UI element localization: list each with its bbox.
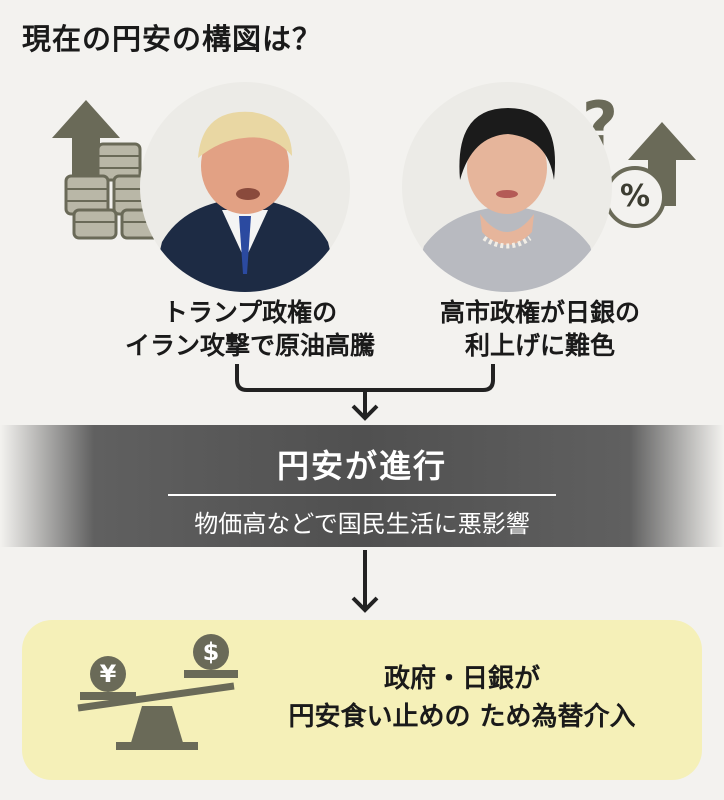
main-effect-subtitle: 物価高などで国民生活に悪影響 (194, 510, 530, 538)
cause-right-line1: 高市政権が日銀の (439, 298, 640, 327)
cause-right-line2: 利上げに難色 (464, 331, 615, 360)
currency-scale-icon (77, 634, 238, 750)
yen-icon: ¥ (99, 660, 117, 688)
up-arrow-icon (628, 122, 696, 206)
band-divider (168, 494, 556, 496)
result-line2: 円安食い止めの ため為替介入 (288, 702, 636, 732)
result-text: 政府・日銀が 円安食い止めの ため為替介入 (262, 660, 662, 736)
cause-label-right: 高市政権が日銀の 利上げに難色 (380, 296, 700, 362)
down-arrow-icon (351, 550, 379, 613)
main-effect-band (0, 425, 724, 547)
result-line1: 政府・日銀が (383, 664, 540, 694)
dollar-icon: $ (202, 638, 220, 666)
portrait-right (402, 82, 612, 292)
main-effect-title: 円安が進行 (276, 447, 447, 485)
cause-label-left: トランプ政権の イラン攻撃で原油高騰 (80, 296, 420, 362)
percent-sign: % (619, 179, 651, 214)
cause-left-line1: トランプ政権の (162, 298, 338, 327)
merge-connector-arrow (235, 364, 495, 421)
page-title: 現在の円安の構図は？ (22, 22, 323, 56)
percent-icon: % (604, 166, 666, 228)
portrait-left (140, 82, 350, 292)
cause-left-line2: イラン攻撃で原油高騰 (124, 331, 375, 360)
